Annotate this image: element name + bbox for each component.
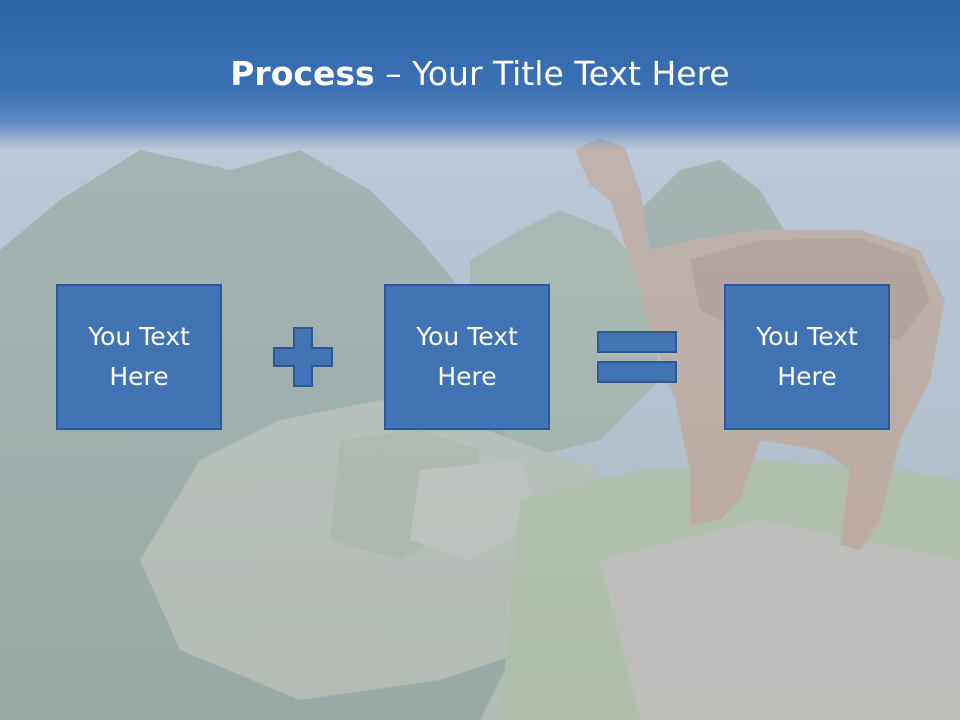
- process-box-1-text: You Text Here: [88, 322, 190, 391]
- equals-icon: [597, 331, 677, 383]
- process-box-3[interactable]: You Text Here: [724, 284, 890, 430]
- process-box-1[interactable]: You Text Here: [56, 284, 222, 430]
- process-box-2[interactable]: You Text Here: [384, 284, 550, 430]
- slide-title: Process – Your Title Text Here: [0, 52, 960, 96]
- plus-icon: [273, 327, 333, 387]
- title-bold: Process: [230, 54, 375, 93]
- title-band: [0, 0, 960, 150]
- process-box-3-text: You Text Here: [756, 322, 858, 391]
- process-box-2-text: You Text Here: [416, 322, 518, 391]
- title-rest: – Your Title Text Here: [374, 54, 730, 93]
